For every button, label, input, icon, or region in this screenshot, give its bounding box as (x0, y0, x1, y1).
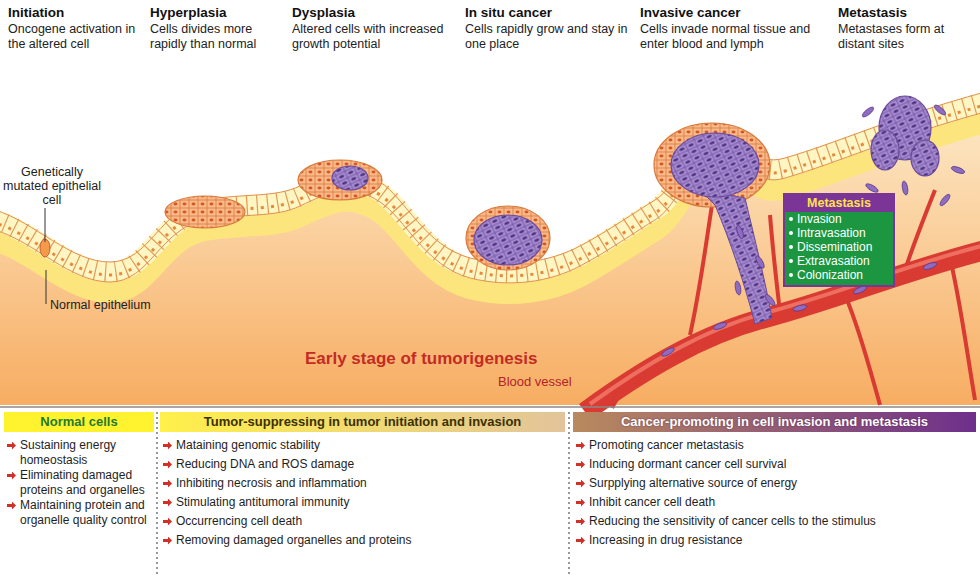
stage-description: Cells divides more rapidly than normal (150, 22, 290, 52)
spindle-cells (939, 193, 952, 207)
spindle-cells (923, 261, 938, 271)
list-item: Extravasation (785, 254, 893, 268)
spindle-cells (951, 165, 966, 175)
leader-line (45, 208, 46, 242)
dysplasia-cells (298, 160, 382, 200)
list-item: Inhibit cancer cell death (573, 495, 976, 510)
function-panel: Cancer-promoting in cell invasion and me… (573, 412, 976, 552)
panel-heading: Normal cells (4, 412, 154, 432)
list-item: Eliminating damaged proteins and organel… (4, 468, 154, 498)
in-situ-tumor (466, 206, 550, 270)
list-item: Intravasation (785, 226, 893, 240)
hyperplasia-cells (165, 196, 245, 228)
epithelium-layer (0, 102, 980, 273)
list-item: Removing damaged organelles and proteins (160, 533, 565, 548)
list-item: Stimulating antitumoral immunity (160, 495, 565, 510)
epithelium-outline (0, 112, 980, 283)
hyperplasia-cells (165, 196, 245, 228)
stage-description: Cells rapidly grow and stay in one place (465, 22, 633, 52)
spindle-cells (661, 104, 966, 358)
spindle-cells (793, 304, 808, 313)
region-label: Early stage of tumorigenesis (305, 349, 537, 369)
metastasis-cluster (871, 96, 939, 176)
list-item: Promoting cancer metastasis (573, 438, 976, 453)
list-item: Inducing dormant cancer cell survival (573, 457, 976, 472)
list-item: Increasing in drug resistance (573, 533, 976, 548)
epithelium-cell-borders (0, 102, 980, 273)
callout-label: Normal epithelium (50, 298, 151, 312)
stage-description: Cells invade normal tissue and enter blo… (640, 22, 820, 52)
tissue-ground (0, 92, 980, 405)
blood-vessel (950, 258, 975, 400)
panel-heading: Cancer-promoting in cell invasion and me… (573, 412, 976, 432)
spindle-cells (661, 346, 676, 358)
list-item: Occurrencing cell death (160, 514, 565, 529)
list-item: Dissemination (785, 240, 893, 254)
section-divider (0, 406, 980, 408)
stage-title: Invasive cancer (640, 5, 741, 21)
list-item: Reducing DNA and ROS damage (160, 457, 565, 472)
list-item: Surpplying alternative source of energy (573, 476, 976, 491)
in-situ-tumor (474, 215, 542, 265)
panel-separator (156, 412, 157, 576)
vessel-label: Blood vessel (498, 374, 572, 389)
dysplasia-cells (298, 160, 382, 200)
spindle-cells (735, 225, 745, 240)
epithelium-nuclei (0, 105, 980, 276)
spindle-cells (861, 106, 875, 119)
panel-heading: Tumor-suppressing in tumor initiation an… (160, 412, 565, 432)
dysplasia-cells (332, 166, 368, 190)
blood-vessel (845, 295, 880, 405)
panel-separator (568, 412, 569, 576)
spindle-cells (764, 293, 777, 307)
blood-vessel (585, 190, 980, 412)
spindle-cells (901, 181, 909, 196)
spindle-cells (933, 104, 947, 117)
list-item: Colonization (785, 268, 893, 282)
stage-title: Hyperplasia (150, 5, 227, 21)
list-item: Mataining genomic stability (160, 438, 565, 453)
spindle-cells (754, 255, 766, 270)
box-heading: Metastasis (785, 195, 893, 212)
stage-title: Metastasis (838, 5, 907, 21)
in-situ-tumor (466, 206, 550, 270)
stage-description: Altered cells with increased growth pote… (292, 22, 460, 52)
blood-vessel (690, 205, 712, 335)
stage-title: Initiation (8, 5, 64, 21)
invasive-tumor (654, 123, 770, 207)
list-item: Maintaining protein and organelle qualit… (4, 498, 154, 528)
invasive-tumor (654, 123, 772, 324)
list-item: Invasion (785, 212, 893, 226)
metastasis-cluster (911, 140, 939, 176)
list-item: Inhibiting necrosis and inflammation (160, 476, 565, 491)
function-panel: Tumor-suppressing in tumor initiation an… (160, 412, 565, 552)
list-item: Sustaining energy homeostasis (4, 438, 154, 468)
stage-title: In situ cancer (465, 5, 552, 21)
metastasis-cluster (871, 130, 899, 170)
metastasis-box: MetastasisInvasionIntravasationDissemina… (783, 193, 895, 287)
stage-description: Metastases form at distant sites (838, 22, 972, 52)
spindle-cells (713, 321, 728, 331)
leader-line (46, 270, 47, 304)
invasive-tumor (671, 133, 759, 197)
stage-title: Dysplasia (292, 5, 355, 21)
list-item: Reducing the sensitivity of cancer cells… (573, 514, 976, 529)
spindle-cells (734, 281, 742, 296)
invasive-tumor (700, 190, 772, 324)
function-panel: Normal cellsSustaining energy homeostasi… (4, 412, 154, 528)
stage-description: Oncogene activation in the altered cell (8, 22, 146, 52)
callout-label: Genetically mutated epithelial cell (2, 165, 102, 207)
